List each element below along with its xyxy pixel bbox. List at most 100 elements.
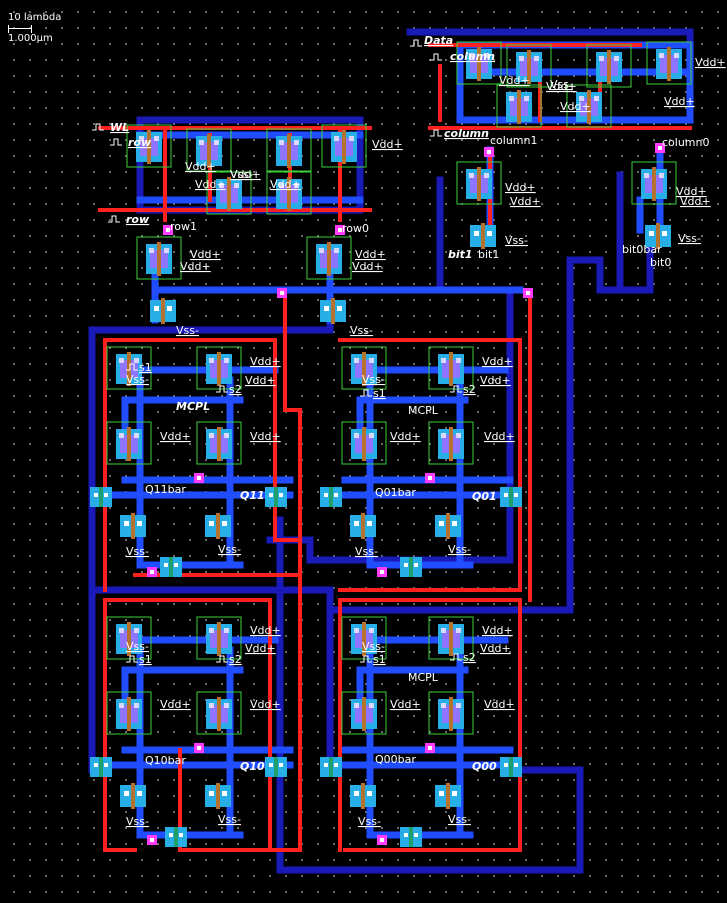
vdd-label: Vdd+	[185, 160, 216, 173]
s2-label: s2	[229, 653, 242, 666]
poly-gate	[409, 557, 413, 577]
poly-gate	[361, 783, 365, 809]
vss-label: Vss-	[678, 232, 701, 245]
contact-cut	[474, 231, 479, 236]
poly-gate	[131, 783, 135, 809]
nwell-outline	[196, 616, 242, 660]
contact-cut	[456, 433, 461, 438]
poly-gate	[342, 130, 346, 164]
contact-cut	[441, 628, 446, 633]
pin-icon	[108, 215, 120, 223]
vdd-label: Vdd+	[390, 698, 421, 711]
contact-cut	[367, 791, 372, 796]
vdd-label: Vdd+	[499, 74, 530, 87]
nwell-outline	[586, 44, 632, 88]
poly-gate	[217, 352, 221, 386]
poly-gate	[217, 622, 221, 656]
poly-gate	[652, 167, 656, 201]
nwell-outline	[266, 128, 312, 172]
contact-cut	[484, 173, 489, 178]
vss-label: Vss-	[126, 640, 149, 653]
contact-cut	[154, 306, 159, 311]
poly-route	[338, 338, 522, 592]
contact-cut	[334, 493, 338, 497]
vss-label: Vss-	[230, 168, 253, 181]
contact-cut	[134, 703, 139, 708]
contact-cut	[294, 140, 299, 145]
contact-cut	[579, 96, 584, 101]
vdd-label: Vdd+	[180, 260, 211, 273]
poly-route	[283, 298, 302, 542]
contact-cut	[279, 183, 284, 188]
vdd-label: Vdd+	[250, 355, 281, 368]
nwell-outline	[196, 691, 242, 735]
contact-cut	[137, 521, 142, 526]
contact-cut	[119, 433, 124, 438]
contact-cut	[487, 231, 492, 236]
vdd-label: Vdd+	[352, 260, 383, 273]
pin-icon	[360, 389, 372, 397]
nwell-outline	[456, 161, 502, 205]
contact-cut	[214, 140, 219, 145]
nwell-outline	[136, 236, 182, 280]
vdd-label: Vdd+	[390, 430, 421, 443]
contact-cut	[456, 358, 461, 363]
pin-icon	[110, 138, 122, 146]
poly-gate	[409, 827, 413, 847]
metal2-layer	[88, 28, 694, 874]
s1-label: s1	[139, 361, 152, 374]
poly-gate	[127, 427, 131, 461]
contact-cut	[169, 833, 173, 837]
contact-cut	[526, 291, 530, 295]
contact-cut	[224, 433, 229, 438]
vdd-label: Vdd+	[480, 374, 511, 387]
pin-icon	[450, 385, 462, 393]
nwell-outline	[646, 41, 692, 85]
contact-cut	[441, 358, 446, 363]
contact-cut	[519, 56, 524, 61]
contact-cut	[94, 763, 98, 767]
contact-cut	[414, 833, 418, 837]
poly-gate	[587, 90, 591, 124]
poly-gate	[99, 757, 103, 777]
poly-gate	[362, 697, 366, 731]
contact-cut	[294, 183, 299, 188]
vss-label: Vss-	[448, 543, 471, 556]
vdd-label: Vdd+	[160, 698, 191, 711]
nwell-outline	[631, 161, 677, 205]
contact-cut	[269, 493, 273, 497]
column-input-label: column	[450, 50, 495, 63]
poly-gate	[477, 47, 481, 81]
nwell-outline	[341, 691, 387, 735]
contact-cut	[209, 628, 214, 633]
bit0-label: bit0	[650, 256, 671, 269]
contact-cut	[414, 563, 418, 567]
poly-gate	[449, 352, 453, 386]
contact-cut	[380, 838, 384, 842]
contact-cut	[119, 703, 124, 708]
nwell-outline	[106, 346, 152, 390]
vdd-label: Vdd+	[676, 185, 707, 198]
contact-cut	[404, 563, 408, 567]
contact-cut	[209, 521, 214, 526]
contact-cut	[594, 96, 599, 101]
contact-cut	[174, 563, 178, 567]
transistor-layer	[90, 41, 692, 847]
poly-route	[103, 598, 137, 852]
column1-label: column1	[490, 134, 538, 147]
poly-gate	[329, 757, 333, 777]
poly-gate	[217, 697, 221, 731]
poly-gate	[287, 134, 291, 168]
s2-label: s2	[463, 383, 476, 396]
nwell-outline	[428, 691, 474, 735]
contact-cut	[659, 53, 664, 58]
contact-cut	[166, 228, 170, 232]
nwell-outline	[126, 124, 172, 168]
vss-label: Vss-	[218, 813, 241, 826]
contact-cut	[469, 173, 474, 178]
contact-cut	[452, 521, 457, 526]
row-bar-label: row	[126, 213, 150, 226]
pin-icon	[430, 53, 442, 61]
